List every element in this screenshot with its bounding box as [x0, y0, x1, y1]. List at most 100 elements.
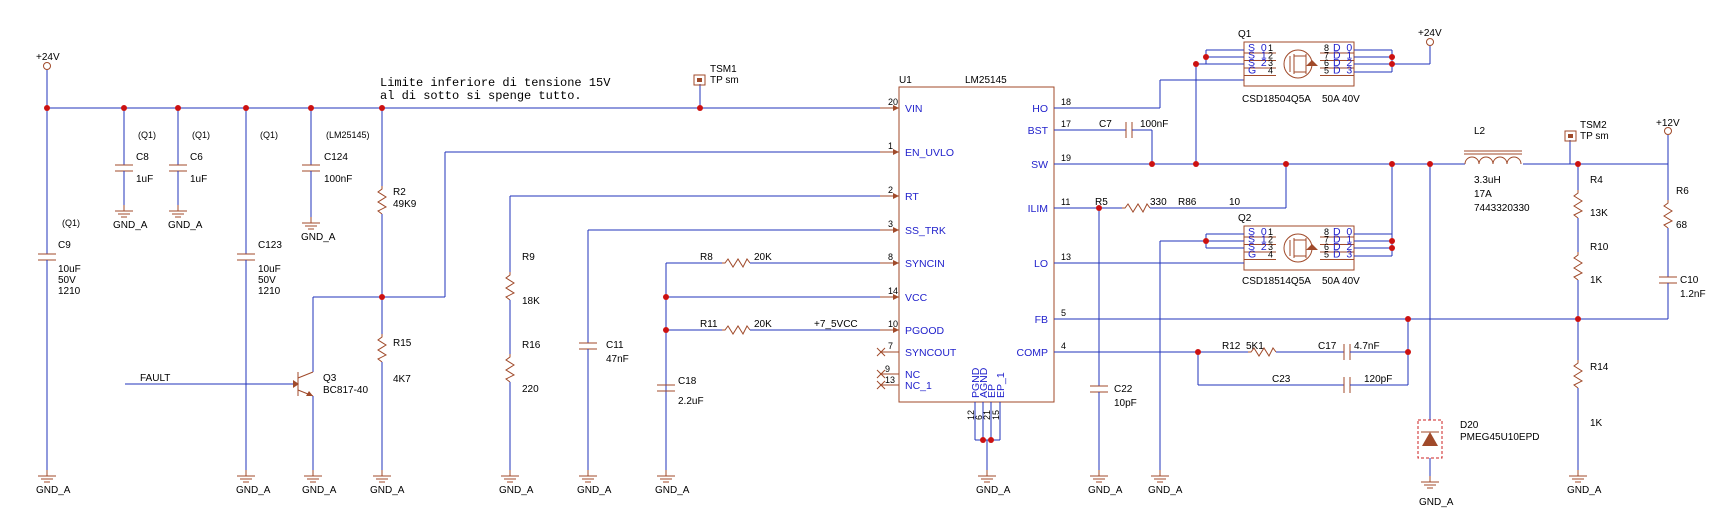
- svg-text:(Q1): (Q1): [192, 130, 210, 140]
- mosfet-pin-name: D_1: [1333, 234, 1352, 246]
- mosfet-pin-number: 6: [1324, 242, 1329, 252]
- u1-left-pins: 20VIN1EN_UVLO2RT3SS_TRK8SYNCIN14VCC10PGO…: [880, 97, 957, 392]
- svg-text:C8: C8: [136, 152, 149, 163]
- svg-text:18K: 18K: [522, 296, 540, 307]
- u1-pin-arrow: [893, 260, 899, 266]
- mosfet-pin-number: 8: [1324, 227, 1329, 237]
- capacitor-c18: C18 2.2uF GND_A: [655, 376, 704, 496]
- u1-pin-number: 1: [888, 141, 893, 151]
- u1-pin-name: ILIM: [1028, 203, 1048, 215]
- svg-text:R4: R4: [1590, 175, 1603, 186]
- svg-text:TP sm: TP sm: [1580, 131, 1609, 142]
- transistor-q3: FAULT Q3 BC817-40 GND_A: [125, 371, 368, 496]
- resistor-r16: R16 220 GND_A: [499, 340, 541, 496]
- svg-text:Limite inferiore di tensione 1: Limite inferiore di tensione 15V: [380, 76, 611, 90]
- svg-text:100nF: 100nF: [1140, 119, 1168, 130]
- svg-text:C6: C6: [190, 152, 203, 163]
- mosfet-pin-name: S_1: [1248, 50, 1267, 62]
- svg-text:C18: C18: [678, 376, 697, 387]
- capacitor-c7: C7 100nF: [1054, 119, 1168, 164]
- u1-pin-arrow: [893, 294, 899, 300]
- svg-text:LM25145: LM25145: [965, 75, 1007, 86]
- svg-text:50V: 50V: [58, 275, 76, 286]
- u1-pin-arrow: [893, 105, 899, 111]
- svg-text:GND_A: GND_A: [36, 485, 71, 496]
- inductor-l2: L2 3.3uH 17A 7443320330: [1464, 126, 1530, 214]
- mosfet-pin-number: 3: [1268, 242, 1273, 252]
- svg-text:GND_A: GND_A: [301, 232, 336, 243]
- svg-text:4.7nF: 4.7nF: [1354, 341, 1380, 352]
- svg-text:+12V: +12V: [1656, 118, 1680, 129]
- svg-text:GND_A: GND_A: [1567, 485, 1602, 496]
- svg-text:C10: C10: [1680, 275, 1699, 286]
- mosfet-pin-name: S_0: [1248, 42, 1267, 54]
- svg-text:1K: 1K: [1590, 275, 1603, 286]
- svg-text:GND_A: GND_A: [1419, 497, 1454, 508]
- svg-text:(LM25145): (LM25145): [326, 130, 370, 140]
- u1-pin-number: 15: [991, 410, 1001, 420]
- svg-text:GND_A: GND_A: [1088, 485, 1123, 496]
- svg-text:Q1: Q1: [1238, 29, 1252, 40]
- svg-text:1K: 1K: [1590, 418, 1603, 429]
- mosfet-pin-number: 5: [1324, 250, 1329, 260]
- u1-pin-name: PGOOD: [905, 325, 945, 337]
- mosfet-pin-name: S_1: [1248, 234, 1267, 246]
- u1-pin-number: 19: [1061, 153, 1071, 163]
- svg-text:(Q1): (Q1): [260, 130, 278, 140]
- mosfet-pin-name: G: [1248, 65, 1256, 77]
- capacitor-c17: C17 4.7nF: [1318, 341, 1408, 361]
- u1-pin-name: VCC: [905, 292, 928, 304]
- svg-text:1uF: 1uF: [136, 174, 153, 185]
- capacitor-c9: (Q1) C9 10uF 50V 1210 GND_A: [36, 108, 81, 496]
- power-12v-symbol: +12V: [1656, 118, 1680, 164]
- mosfet-pin-name: D_0: [1333, 42, 1352, 54]
- u1-pin-name: AGND: [978, 367, 990, 398]
- svg-text:10uF: 10uF: [258, 264, 281, 275]
- mosfet-pin-number: 1: [1268, 227, 1273, 237]
- svg-text:L2: L2: [1474, 126, 1486, 137]
- svg-text:GND_A: GND_A: [577, 485, 612, 496]
- svg-text:7443320330: 7443320330: [1474, 203, 1530, 214]
- svg-text:68: 68: [1676, 220, 1688, 231]
- mosfet-pin-name: S_2: [1248, 57, 1267, 69]
- svg-text:5K1: 5K1: [1246, 341, 1264, 352]
- u1-pin-number: 11: [1061, 197, 1070, 207]
- svg-text:49K9: 49K9: [393, 199, 417, 210]
- u1-pin-number: 6: [974, 415, 984, 420]
- u1-pin-name: BST: [1028, 125, 1049, 137]
- resistor-r8: R8 20K: [700, 252, 895, 268]
- svg-text:120pF: 120pF: [1364, 374, 1392, 385]
- u1-pin-name: EN_UVLO: [905, 147, 954, 159]
- mosfet-pin-name: D_0: [1333, 226, 1352, 238]
- svg-text:+24V: +24V: [1418, 28, 1442, 39]
- svg-text:R9: R9: [522, 252, 535, 263]
- capacitor-c10: C10 1.2nF: [1658, 275, 1706, 319]
- svg-text:50A 40V: 50A 40V: [1322, 276, 1360, 287]
- u1-pin-number: 13: [885, 375, 895, 385]
- svg-text:U1: U1: [899, 75, 912, 86]
- capacitor-c123: (Q1) C123 10uF 50V 1210 GND_A: [236, 108, 282, 496]
- u1-pin-arrow: [893, 193, 899, 199]
- svg-text:17A: 17A: [1474, 189, 1492, 200]
- power-24v-symbol: +24V: [36, 52, 60, 70]
- svg-text:13K: 13K: [1590, 208, 1608, 219]
- svg-text:R5: R5: [1095, 197, 1108, 208]
- mosfet-pin-name: S_2: [1248, 241, 1267, 253]
- svg-text:TSM1: TSM1: [710, 64, 737, 75]
- svg-text:2.2uF: 2.2uF: [678, 396, 704, 407]
- resistor-r2: R2 49K9: [377, 108, 417, 334]
- svg-text:C22: C22: [1114, 384, 1133, 395]
- svg-text:50V: 50V: [258, 275, 276, 286]
- u1-pin-name: COMP: [1017, 347, 1049, 359]
- svg-text:1.2nF: 1.2nF: [1680, 289, 1706, 300]
- svg-text:1210: 1210: [58, 286, 81, 297]
- svg-text:3.3uH: 3.3uH: [1474, 175, 1501, 186]
- svg-text:1uF: 1uF: [190, 174, 207, 185]
- resistor-r11: R11 20K +7_5VCC: [700, 319, 895, 335]
- svg-text:R8: R8: [700, 252, 713, 263]
- capacitor-c6: (Q1) C6 1uF GND_A: [168, 108, 210, 231]
- u1-pin-number: 2: [888, 185, 893, 195]
- svg-text:GND_A: GND_A: [976, 485, 1011, 496]
- svg-text:TP sm: TP sm: [710, 75, 739, 86]
